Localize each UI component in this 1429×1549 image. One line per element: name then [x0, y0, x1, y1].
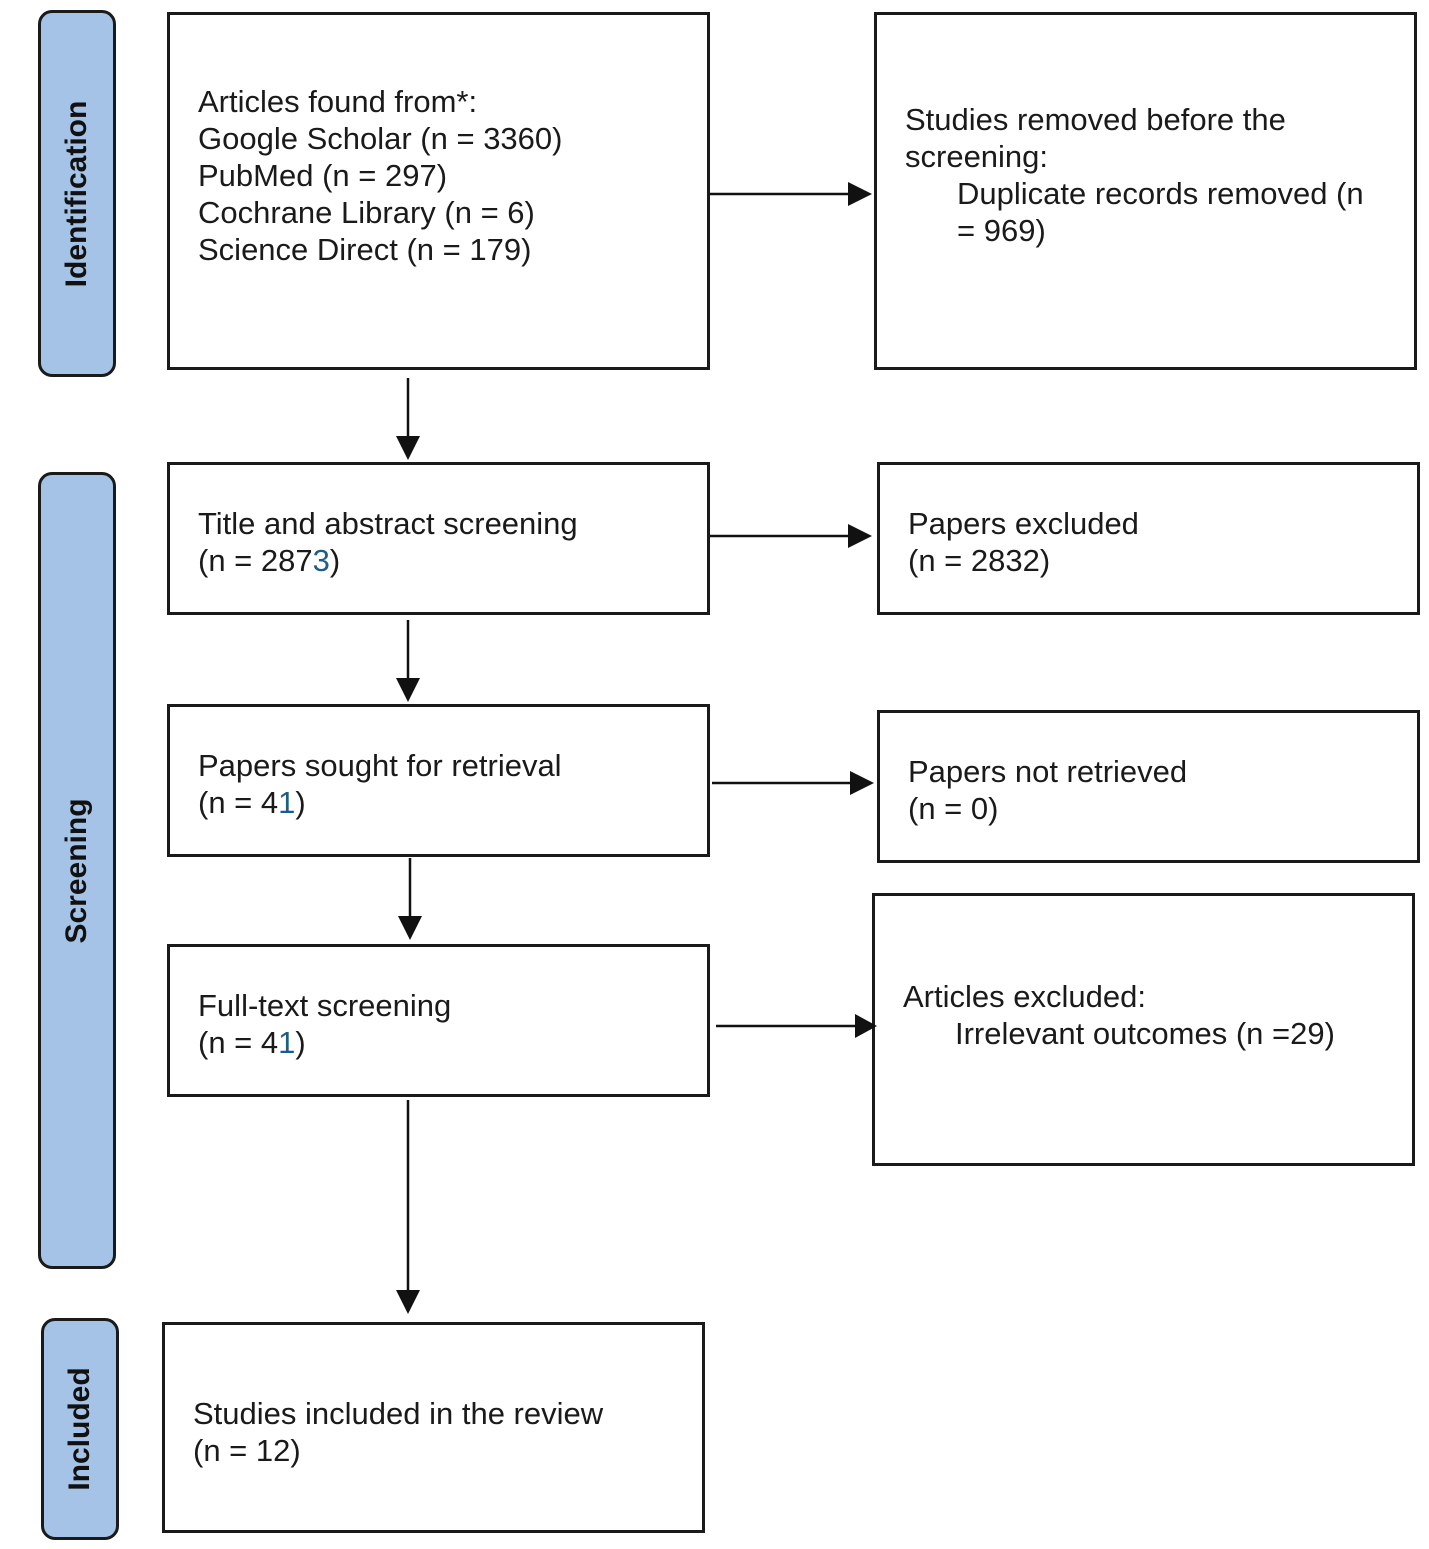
title-abstract-count: (n = 2873) [198, 543, 341, 578]
articles-found-heading: Articles found from*: [198, 84, 478, 119]
phase-included: Included [41, 1318, 119, 1540]
included-studies-label: Studies included in the review [193, 1396, 604, 1431]
not-retrieved-label: Papers not retrieved [908, 754, 1188, 789]
papers-excluded-label: Papers excluded [908, 506, 1139, 541]
full-text-label: Full-text screening [198, 988, 452, 1023]
duplicates-removed-line2: = 969) [957, 213, 1046, 248]
full-text-count: (n = 41) [198, 1025, 306, 1060]
arrowhead-articles-excluded [855, 1014, 877, 1038]
arrowhead-papers-excluded [848, 524, 872, 548]
phase-identification: Identification [38, 10, 116, 377]
removed-before-screening-box: Studies removed before the screening: Du… [874, 12, 1417, 370]
arrowhead-removed [848, 182, 872, 206]
source-science-direct: Science Direct (n = 179) [198, 232, 532, 267]
not-retrieved-box: Papers not retrieved (n = 0) [877, 710, 1420, 863]
articles-excluded-heading: Articles excluded: [903, 979, 1146, 1014]
not-retrieved-count: (n = 0) [908, 791, 999, 826]
articles-excluded-box: Articles excluded: Irrelevant outcomes (… [872, 893, 1415, 1166]
removed-heading-line2: screening: [905, 139, 1049, 174]
title-abstract-label: Title and abstract screening [198, 506, 578, 541]
source-pubmed: PubMed (n = 297) [198, 158, 448, 193]
title-abstract-screening-box: Title and abstract screening (n = 2873) [167, 462, 710, 615]
full-text-screening-box: Full-text screening (n = 41) [167, 944, 710, 1097]
included-studies-count: (n = 12) [193, 1433, 301, 1468]
sought-retrieval-label: Papers sought for retrieval [198, 748, 562, 783]
duplicates-removed-line1: Duplicate records removed (n [957, 176, 1364, 211]
phase-screening: Screening [38, 472, 116, 1269]
papers-excluded-box: Papers excluded (n = 2832) [877, 462, 1420, 615]
removed-heading-line1: Studies removed before the [905, 102, 1286, 137]
irrelevant-outcomes-line: Irrelevant outcomes (n =29) [955, 1016, 1335, 1051]
source-cochrane-library: Cochrane Library (n = 6) [198, 195, 535, 230]
articles-found-box: Articles found from*: Google Scholar (n … [167, 12, 710, 370]
arrowhead-not-retrieved [850, 771, 874, 795]
included-studies-box: Studies included in the review (n = 12) [162, 1322, 705, 1533]
papers-excluded-count: (n = 2832) [908, 543, 1051, 578]
arrowhead-sought-retrieval [396, 678, 420, 702]
sought-retrieval-count: (n = 41) [198, 785, 306, 820]
source-google-scholar: Google Scholar (n = 3360) [198, 121, 563, 156]
arrowhead-included [396, 1290, 420, 1314]
sought-retrieval-box: Papers sought for retrieval (n = 41) [167, 704, 710, 857]
arrowhead-full-text [398, 916, 422, 940]
arrowhead-title-abstract [396, 436, 420, 460]
